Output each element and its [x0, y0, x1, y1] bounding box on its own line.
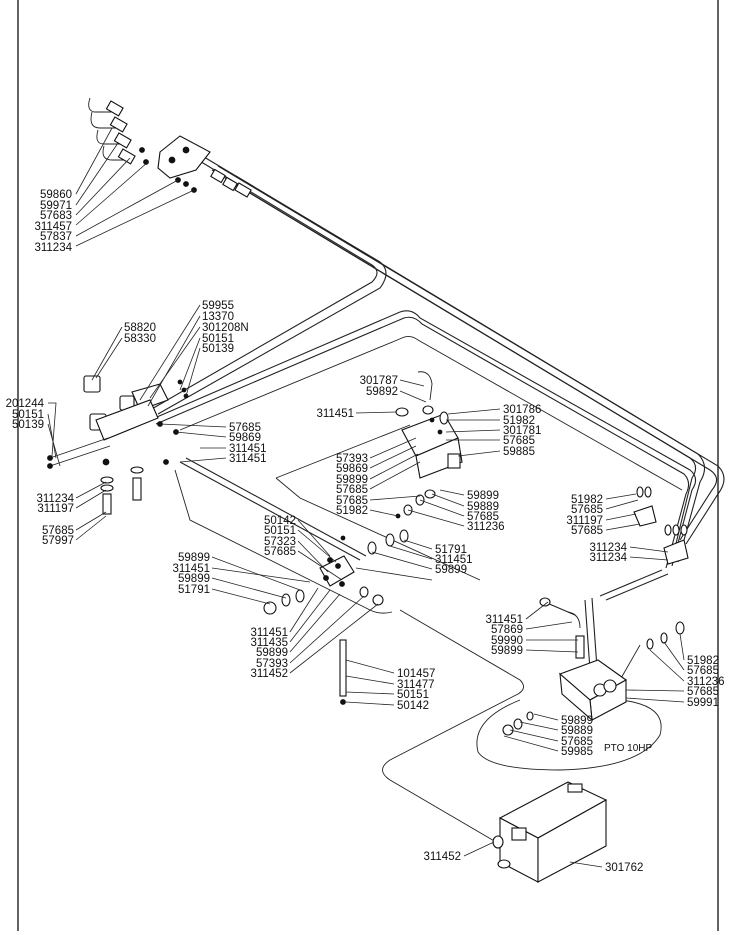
callout-c15: 59899 [467, 490, 499, 502]
callout-c18: 311236 [467, 521, 505, 533]
callout-l2: 50151 [12, 409, 44, 421]
callout-l3: 50139 [12, 419, 44, 431]
callout-e6: 311234 [589, 552, 627, 564]
callout-d4: 57685 [264, 546, 296, 558]
callout-r4: 311451 [229, 453, 267, 465]
callout-tl6: 311234 [34, 242, 72, 254]
callout-f2: 57869 [491, 624, 523, 636]
callout-c16: 59889 [467, 501, 499, 513]
callout-tl5: 57837 [40, 231, 72, 243]
callout-d11: 59899 [435, 564, 467, 576]
callout-b3: 57685 [42, 525, 74, 537]
callout-labels: 59860 59971 57683 311457 57837 311234 59… [6, 189, 725, 874]
callout-e2: 57685 [571, 504, 603, 516]
callout-e5: 311234 [589, 542, 627, 554]
callout-v2: 13370 [202, 311, 234, 323]
callout-g3: 57685 [561, 736, 593, 748]
callout-d8: 51791 [178, 584, 210, 596]
callout-c7: 57685 [503, 435, 535, 447]
callout-e3: 311197 [566, 515, 603, 527]
callout-d14: 59899 [256, 647, 288, 659]
callout-f3: 59990 [491, 635, 523, 647]
callout-b2: 311197 [37, 503, 74, 515]
callout-m1: 58820 [124, 322, 156, 334]
callout-r3: 311451 [229, 443, 267, 455]
callout-d12: 311451 [250, 627, 288, 639]
callout-c2: 59892 [366, 386, 398, 398]
callout-tl1: 59860 [40, 189, 72, 201]
callout-c3: 311451 [316, 408, 354, 420]
callout-v5: 50139 [202, 343, 234, 355]
callout-f7: 311236 [687, 676, 725, 688]
callout-d15: 57393 [256, 658, 288, 670]
callout-f1: 311451 [485, 614, 523, 626]
callout-tl2: 59971 [40, 200, 72, 212]
callout-d3: 57323 [264, 536, 296, 548]
callout-c8: 59885 [503, 446, 535, 458]
callout-f9: 59991 [687, 697, 719, 709]
callout-c13: 57685 [336, 495, 368, 507]
callout-b4: 57997 [42, 535, 74, 547]
callout-c5: 51982 [503, 415, 535, 427]
leader-lines [47, 127, 685, 868]
callout-v3: 301208N [202, 322, 249, 334]
left-valve-assembly [47, 375, 189, 515]
callout-m2: 58330 [124, 333, 156, 345]
callout-f6: 57685 [687, 665, 719, 677]
callout-c9: 57393 [336, 453, 368, 465]
callout-c4: 301786 [503, 404, 541, 416]
callout-g4: 59985 [561, 746, 593, 758]
lower-right-valve [502, 597, 628, 736]
pto-label: PTO 10HP [604, 743, 652, 754]
callout-r2: 59869 [229, 432, 261, 444]
callout-b1: 311234 [36, 493, 74, 505]
callout-f4: 59899 [491, 645, 523, 657]
callout-c17: 57685 [467, 511, 499, 523]
callout-d5: 59899 [178, 552, 210, 564]
callout-d6: 311451 [172, 563, 210, 575]
callout-c1: 301787 [360, 375, 398, 387]
callout-d2: 50151 [264, 525, 296, 537]
callout-d17: 101457 [397, 668, 435, 680]
callout-c12: 57685 [336, 484, 368, 496]
callout-g2: 59889 [561, 725, 593, 737]
callout-tl3: 57683 [40, 210, 72, 222]
callout-tl4: 311457 [34, 221, 72, 233]
callout-r1: 57685 [229, 422, 261, 434]
callout-c6: 301781 [503, 425, 541, 437]
callout-c11: 59899 [336, 474, 368, 486]
callout-h2: 301762 [605, 862, 643, 874]
callout-v4: 50151 [202, 333, 234, 345]
callout-d13: 311435 [250, 637, 288, 649]
callout-d16: 311452 [250, 668, 288, 680]
callout-d9: 51791 [435, 544, 467, 556]
callout-g1: 59899 [561, 715, 593, 727]
callout-d1: 50142 [264, 515, 296, 527]
callout-d20: 50142 [397, 700, 429, 712]
callout-h1: 311452 [423, 851, 461, 863]
callout-d19: 50151 [397, 689, 429, 701]
callout-e1: 51982 [571, 494, 603, 506]
callout-c10: 59869 [336, 463, 368, 475]
callout-e4: 57685 [571, 525, 603, 537]
callout-f8: 57685 [687, 686, 719, 698]
center-lower-valve [263, 529, 409, 705]
center-upper-valve [395, 371, 463, 519]
callout-f5: 51982 [687, 655, 719, 667]
callout-d10: 311451 [435, 554, 473, 566]
top-left-assembly [88, 97, 252, 198]
callout-l1: 201244 [6, 398, 45, 410]
callout-d7: 59899 [178, 573, 210, 585]
callout-c14: 51982 [336, 505, 368, 517]
right-fittings [633, 486, 689, 650]
hydraulic-tank [492, 781, 608, 883]
hose-lines [149, 156, 725, 843]
callout-v1: 59955 [202, 300, 234, 312]
callout-d18: 311477 [397, 679, 435, 691]
